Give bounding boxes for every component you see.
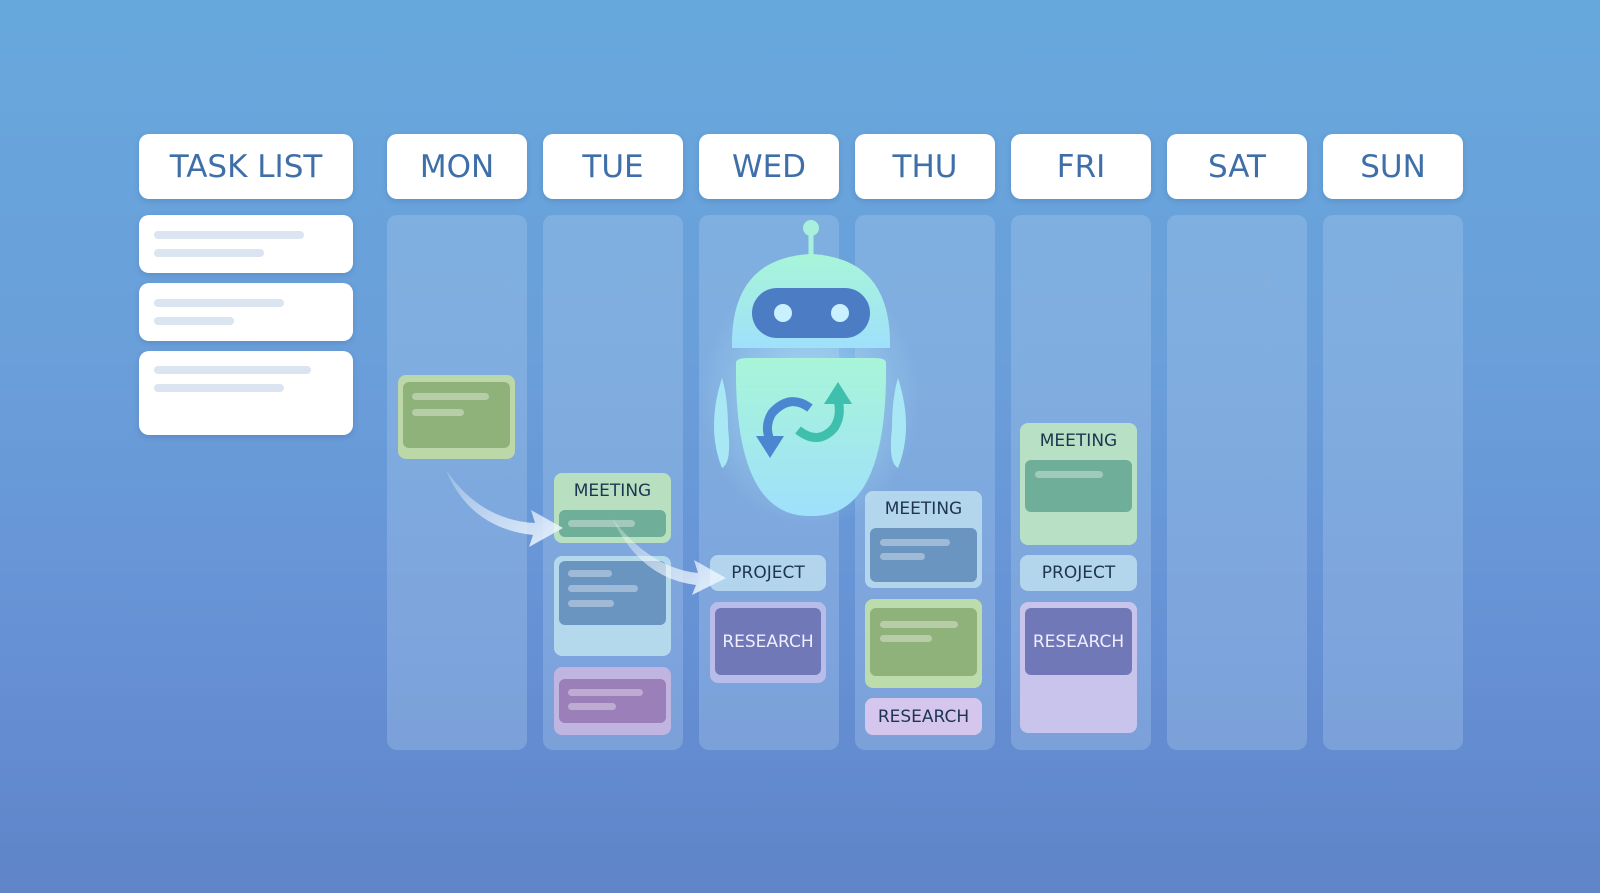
card-label: PROJECT: [731, 563, 805, 583]
project-card[interactable]: PROJECT: [1020, 555, 1137, 591]
day-label: TUE: [582, 148, 644, 185]
day-header-sat[interactable]: SAT: [1167, 134, 1307, 199]
day-header-sun[interactable]: SUN: [1323, 134, 1463, 199]
task-card[interactable]: [139, 351, 353, 435]
card-label: RESEARCH: [877, 706, 970, 727]
meeting-card[interactable]: MEETING: [554, 473, 671, 543]
card-label: PROJECT: [1041, 563, 1116, 583]
card-label: RESEARCH: [722, 631, 814, 652]
arrow-icon: [612, 518, 726, 595]
day-header-wed[interactable]: WED: [699, 134, 839, 199]
meeting-card[interactable]: MEETING: [1020, 423, 1137, 545]
task-list-title: TASK LIST: [169, 148, 323, 185]
task-block[interactable]: [554, 556, 671, 656]
task-list-header: TASK LIST: [139, 134, 353, 199]
research-card[interactable]: RESEARCH: [710, 602, 826, 683]
day-header-fri[interactable]: FRI: [1011, 134, 1151, 199]
day-label: THU: [892, 148, 958, 185]
robot-sync-icon: [700, 220, 920, 528]
task-card[interactable]: [139, 283, 353, 341]
day-column-sun: [1323, 215, 1463, 750]
card-label: MEETING: [884, 499, 963, 519]
research-card[interactable]: RESEARCH: [865, 698, 982, 735]
card-label: RESEARCH: [1032, 631, 1125, 652]
day-header-tue[interactable]: TUE: [543, 134, 683, 199]
day-header-thu[interactable]: THU: [855, 134, 995, 199]
task-block[interactable]: [865, 599, 982, 688]
day-label: FRI: [1056, 148, 1106, 185]
research-card[interactable]: RESEARCH: [1020, 602, 1137, 733]
task-block[interactable]: [398, 375, 515, 459]
meeting-card[interactable]: MEETING: [865, 491, 982, 588]
card-label: MEETING: [573, 481, 652, 501]
day-label: SAT: [1208, 148, 1266, 185]
day-label: MON: [419, 148, 495, 185]
day-column-sat: [1167, 215, 1307, 750]
day-label: WED: [731, 148, 807, 185]
project-card[interactable]: PROJECT: [710, 555, 826, 591]
card-label: MEETING: [1039, 431, 1118, 451]
day-column-mon: [387, 215, 527, 750]
task-card[interactable]: [139, 215, 353, 273]
arrow-icon: [446, 470, 563, 547]
day-header-mon[interactable]: MON: [387, 134, 527, 199]
day-label: SUN: [1360, 148, 1426, 185]
task-block[interactable]: [554, 667, 671, 735]
